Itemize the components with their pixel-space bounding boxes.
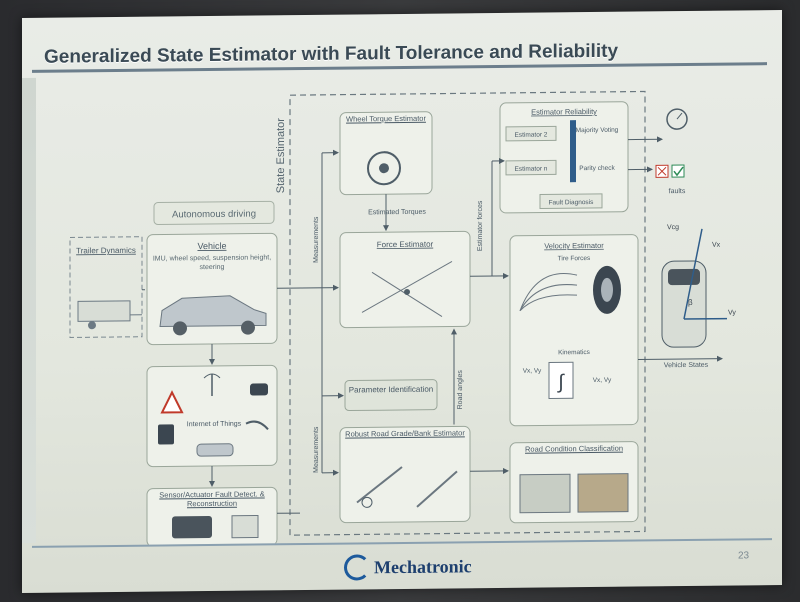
vehicle-states-label: Vehicle States — [664, 362, 709, 369]
parity-check-label: Parity check — [579, 165, 615, 172]
wheel-assembly-icon — [367, 151, 401, 186]
integral-box — [548, 361, 574, 399]
trailer-icon — [77, 300, 142, 330]
vx-label: Vx — [712, 242, 721, 249]
tire-forces-label: Tire Forces — [558, 255, 591, 262]
antenna-icon — [203, 373, 221, 396]
road-image-icon — [519, 473, 629, 514]
page-number: 23 — [738, 550, 750, 562]
kinematics-label: Kinematics — [558, 349, 591, 356]
vehicle-sensors-text: IMU, wheel speed, suspension height, ste… — [152, 254, 272, 272]
vel-label: Vcg — [667, 224, 679, 231]
estimator-2-box — [505, 125, 557, 142]
trailer-dynamics-label: Trailer Dynamics — [76, 246, 136, 256]
tire-icon — [593, 265, 621, 314]
estimator-reliability-label: Estimator Reliability — [531, 107, 597, 117]
logo-text: echatronic — [391, 555, 472, 577]
estimated-torques-label: Estimated Torques — [368, 209, 426, 217]
measurements-bottom-label: Measurements — [313, 426, 320, 473]
state-estimator-label: State Estimator — [275, 118, 287, 194]
logo-mark-icon — [344, 554, 370, 581]
force-diagram-icon — [361, 261, 453, 318]
state-estimator-region — [289, 90, 646, 536]
robust-road-box — [339, 425, 471, 524]
engine-icon — [172, 516, 212, 539]
sensor-wave-icon — [245, 420, 269, 431]
road-condition-label: Road Condition Classification — [525, 443, 623, 454]
parameter-identification-label: Parameter Identification — [348, 384, 434, 395]
integral-symbol: ∫ — [557, 371, 565, 393]
slide: Generalized State Estimator with Fault T… — [22, 10, 782, 593]
force-estimator-label: Force Estimator — [377, 240, 434, 250]
wheel-torque-label: Wheel Torque Estimator — [346, 113, 426, 124]
ok-check-icon — [671, 164, 685, 178]
beta-label: β — [688, 298, 693, 307]
road-angles-label: Road angles — [457, 370, 464, 410]
tire-force-chart-icon — [519, 273, 578, 312]
vehicle-label: Vehicle — [197, 241, 226, 251]
velocity-estimator-box — [509, 234, 639, 427]
faults-label: faults — [669, 188, 686, 195]
robust-road-label: Robust Road Grade/Bank Estimator — [345, 428, 465, 439]
sensor-fault-label: Sensor/Actuator Fault Detect. & Reconstr… — [159, 489, 265, 509]
integral-out-label: Vx, Vy — [593, 377, 612, 384]
connected-car-icon — [196, 443, 234, 457]
velocity-estimator-label: Velocity Estimator — [544, 241, 604, 251]
voting-bar — [570, 120, 576, 183]
estimator-2-label: Estimator 2 — [515, 131, 548, 138]
estimator-forces-label: Estimator forces — [477, 200, 484, 251]
estimator-n-box — [505, 159, 557, 176]
car-icon — [159, 295, 267, 336]
taxi-icon — [250, 383, 268, 396]
vehicle-top-view-icon — [661, 228, 727, 348]
road-grade-icon — [356, 466, 458, 508]
estimator-n-label: Estimator n — [515, 165, 548, 172]
system-diagram: State Estimator Autonomous driving Trail… — [69, 90, 736, 546]
fault-diagnosis-box — [539, 193, 603, 210]
parameter-identification-box — [344, 379, 438, 412]
majority-voting-label: Majority Voting — [576, 127, 619, 134]
connector-lines — [142, 136, 723, 514]
bus-icon — [158, 424, 174, 445]
fault-cross-icon — [655, 164, 669, 178]
reconstruction-icon — [231, 515, 259, 539]
gauge-icon — [666, 108, 688, 130]
autonomous-driving-label: Autonomous driving — [172, 209, 256, 221]
fault-diagnosis-label: Fault Diagnosis — [549, 199, 595, 206]
internet-of-things-label: Internet of Things — [187, 421, 242, 429]
force-estimator-box — [339, 230, 471, 329]
integral-in-label: Vx, Vy — [523, 368, 542, 375]
trailer-dynamics-box — [69, 236, 143, 338]
logo-initial: M — [374, 556, 391, 577]
vy-label: Vy — [728, 309, 736, 316]
autonomous-driving-box — [153, 200, 275, 226]
measurements-top-label: Measurements — [313, 216, 320, 263]
warning-sign-icon — [160, 390, 184, 414]
